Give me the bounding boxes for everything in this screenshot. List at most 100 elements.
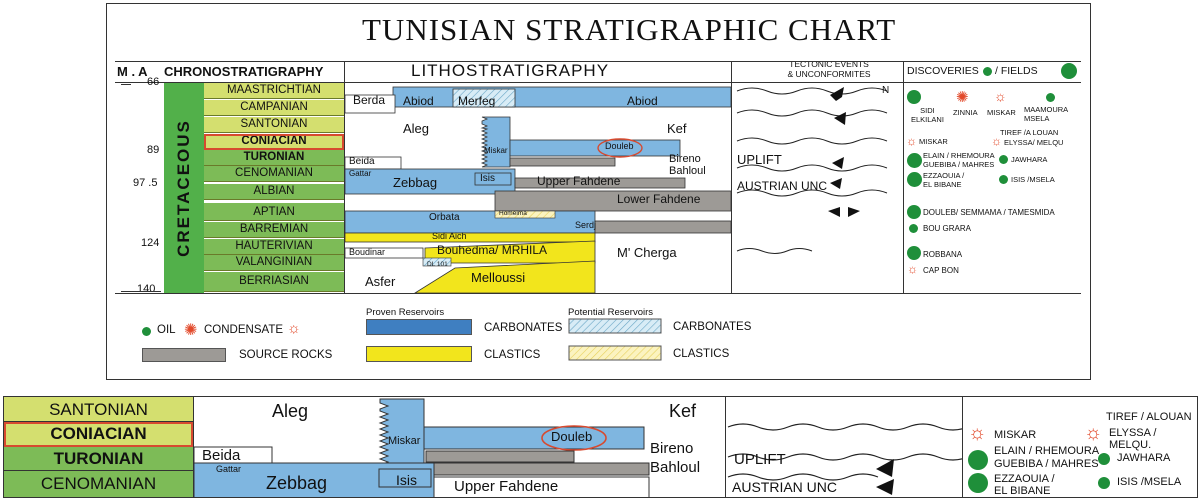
stage: TURONIAN — [204, 150, 344, 166]
arrow-icon — [848, 207, 860, 217]
gas-sun-icon: ☼ — [287, 320, 301, 337]
oil-field-icon — [999, 175, 1008, 184]
stage: APTIAN — [204, 203, 344, 221]
bahloul-source — [425, 450, 575, 463]
zoom-label: Zebbag — [266, 473, 328, 493]
gas-sun-icon: ☼ — [906, 134, 917, 148]
field-label: TIREF /A LOUAN — [1000, 128, 1059, 137]
gas-sun-icon: ☼ — [968, 422, 987, 444]
zoom-label: Isis — [396, 472, 417, 488]
legend-label: CONDENSATE — [204, 324, 284, 336]
ma-header: M . A — [117, 64, 148, 79]
stage: HAUTERIVIAN — [204, 239, 344, 255]
douleb-unit — [423, 426, 645, 450]
zoom-stage: TURONIAN — [4, 447, 193, 471]
legend-label: CLASTICS — [673, 348, 730, 360]
berda-unit — [345, 94, 396, 114]
north-label: N — [882, 85, 890, 96]
legend-label: OIL — [157, 324, 176, 336]
zoom-label: Gattar — [216, 464, 242, 474]
field-label: GUEBIBA / MAHRES — [923, 160, 995, 169]
tectonic-header: TECTONIC EVENTS& UNCONFORMITES — [787, 59, 871, 79]
zoom-field-label: ISIS /MSELA — [1117, 476, 1182, 488]
zoom-label: Douleb — [551, 429, 593, 444]
col-line — [731, 61, 732, 294]
field-label: ELYSSA/ MELQU — [1004, 138, 1064, 147]
melloussi-unit — [414, 260, 596, 293]
gas-sun-icon: ☼ — [907, 262, 918, 276]
zoom-field-label: TIREF / ALOUAN — [1106, 411, 1192, 423]
zoom-label: Miskar — [388, 435, 421, 447]
stage: BARREMIAN — [204, 222, 344, 238]
col-line — [903, 61, 904, 294]
formation-label: Boudinar — [349, 247, 386, 257]
zoom-field-label: MISKAR — [994, 429, 1037, 441]
formation-label: Aleg — [403, 121, 430, 136]
stage: MAASTRICHTIAN — [204, 83, 344, 99]
fields-header: / FIELDS — [995, 65, 1038, 77]
formation-label: Asfer — [365, 274, 396, 289]
field-label: ROBBANA — [923, 250, 963, 259]
field-dot-icon — [1061, 63, 1077, 79]
douleb-highlight — [597, 138, 643, 158]
zoom-stage: SANTONIAN — [4, 397, 193, 422]
header-line — [115, 61, 1081, 62]
tick-mark — [121, 84, 131, 85]
austrian-label: AUSTRIAN UNC — [737, 179, 828, 193]
formation-label: Isis — [480, 173, 495, 184]
source-rock-swatch — [142, 348, 226, 362]
douleb-highlight — [541, 425, 607, 451]
ma-tick: 124 — [141, 237, 160, 249]
field-label: DOULEB/ SEMMAMA / TAMESMIDA — [923, 208, 1055, 217]
legend-label: SOURCE ROCKS — [239, 349, 333, 361]
field-label: ISIS /MSELA — [1011, 175, 1055, 184]
formation-label: Orbata — [429, 212, 460, 223]
clastic-swatch — [366, 346, 472, 362]
ma-tick: 66 — [147, 76, 160, 88]
upper-fahdene-source — [433, 462, 650, 476]
col-line — [344, 61, 345, 294]
arrow-icon — [876, 459, 894, 477]
gas-sun-icon: ☼ — [994, 88, 1007, 104]
uplift-label: UPLIFT — [737, 152, 782, 167]
field-label: ZINNIA — [953, 108, 978, 117]
miskar-unit — [480, 116, 511, 168]
zoom-field-label: EZZAOUIA /EL BIBANE — [994, 473, 1055, 497]
formation-label: Berda — [353, 93, 386, 107]
formation-label: Lower Fahdene — [617, 192, 701, 206]
arrow-icon — [830, 87, 844, 101]
zoom-label: Kef — [669, 401, 697, 421]
discoveries-header: DISCOVERIES — [907, 65, 979, 77]
formation-label: Kef — [667, 121, 687, 136]
orbata-unit — [345, 210, 596, 234]
oil-field-icon — [907, 172, 922, 187]
carbonate-swatch — [366, 319, 472, 335]
zoom-stage-highlighted: CONIACIAN — [4, 422, 193, 447]
zoom-label: Upper Fahdene — [454, 478, 559, 495]
formation-label: Melloussi — [471, 270, 526, 285]
zoom-label: Beida — [202, 447, 241, 464]
potential-swatches — [568, 318, 662, 361]
homeima-unit — [494, 210, 556, 219]
oil-field-icon — [1098, 453, 1110, 465]
legend-label: Potential Reservoirs — [568, 307, 654, 318]
formation-label: Homeima — [499, 210, 527, 217]
stage: CENOMANIAN — [204, 166, 344, 182]
formation-label: Bahloul — [669, 165, 706, 177]
formation-label: Bouhedma/ MRHILA — [437, 243, 548, 257]
arrow-icon — [828, 207, 840, 217]
zoom-strip: SANTONIAN CONIACIAN TURONIAN CENOMANIAN … — [3, 396, 1198, 498]
tectonic-drawing — [736, 87, 888, 254]
field-label: MISKAR — [987, 108, 1016, 117]
zoom-label: Aleg — [272, 401, 309, 421]
isis-unit — [378, 468, 432, 488]
bottom-line — [115, 293, 1081, 294]
field-label: JAWHARA — [1011, 155, 1048, 164]
field-label: EZZAOUIA /EL BIBANE — [923, 171, 965, 189]
formation-label: Douleb — [605, 141, 634, 151]
stage-highlighted: CONIACIAN — [204, 134, 344, 150]
stage: BERRIASIAN — [204, 272, 344, 292]
chart-title: TUNISIAN STRATIGRAPHIC CHART — [362, 12, 897, 47]
oil-field-icon — [907, 90, 921, 104]
